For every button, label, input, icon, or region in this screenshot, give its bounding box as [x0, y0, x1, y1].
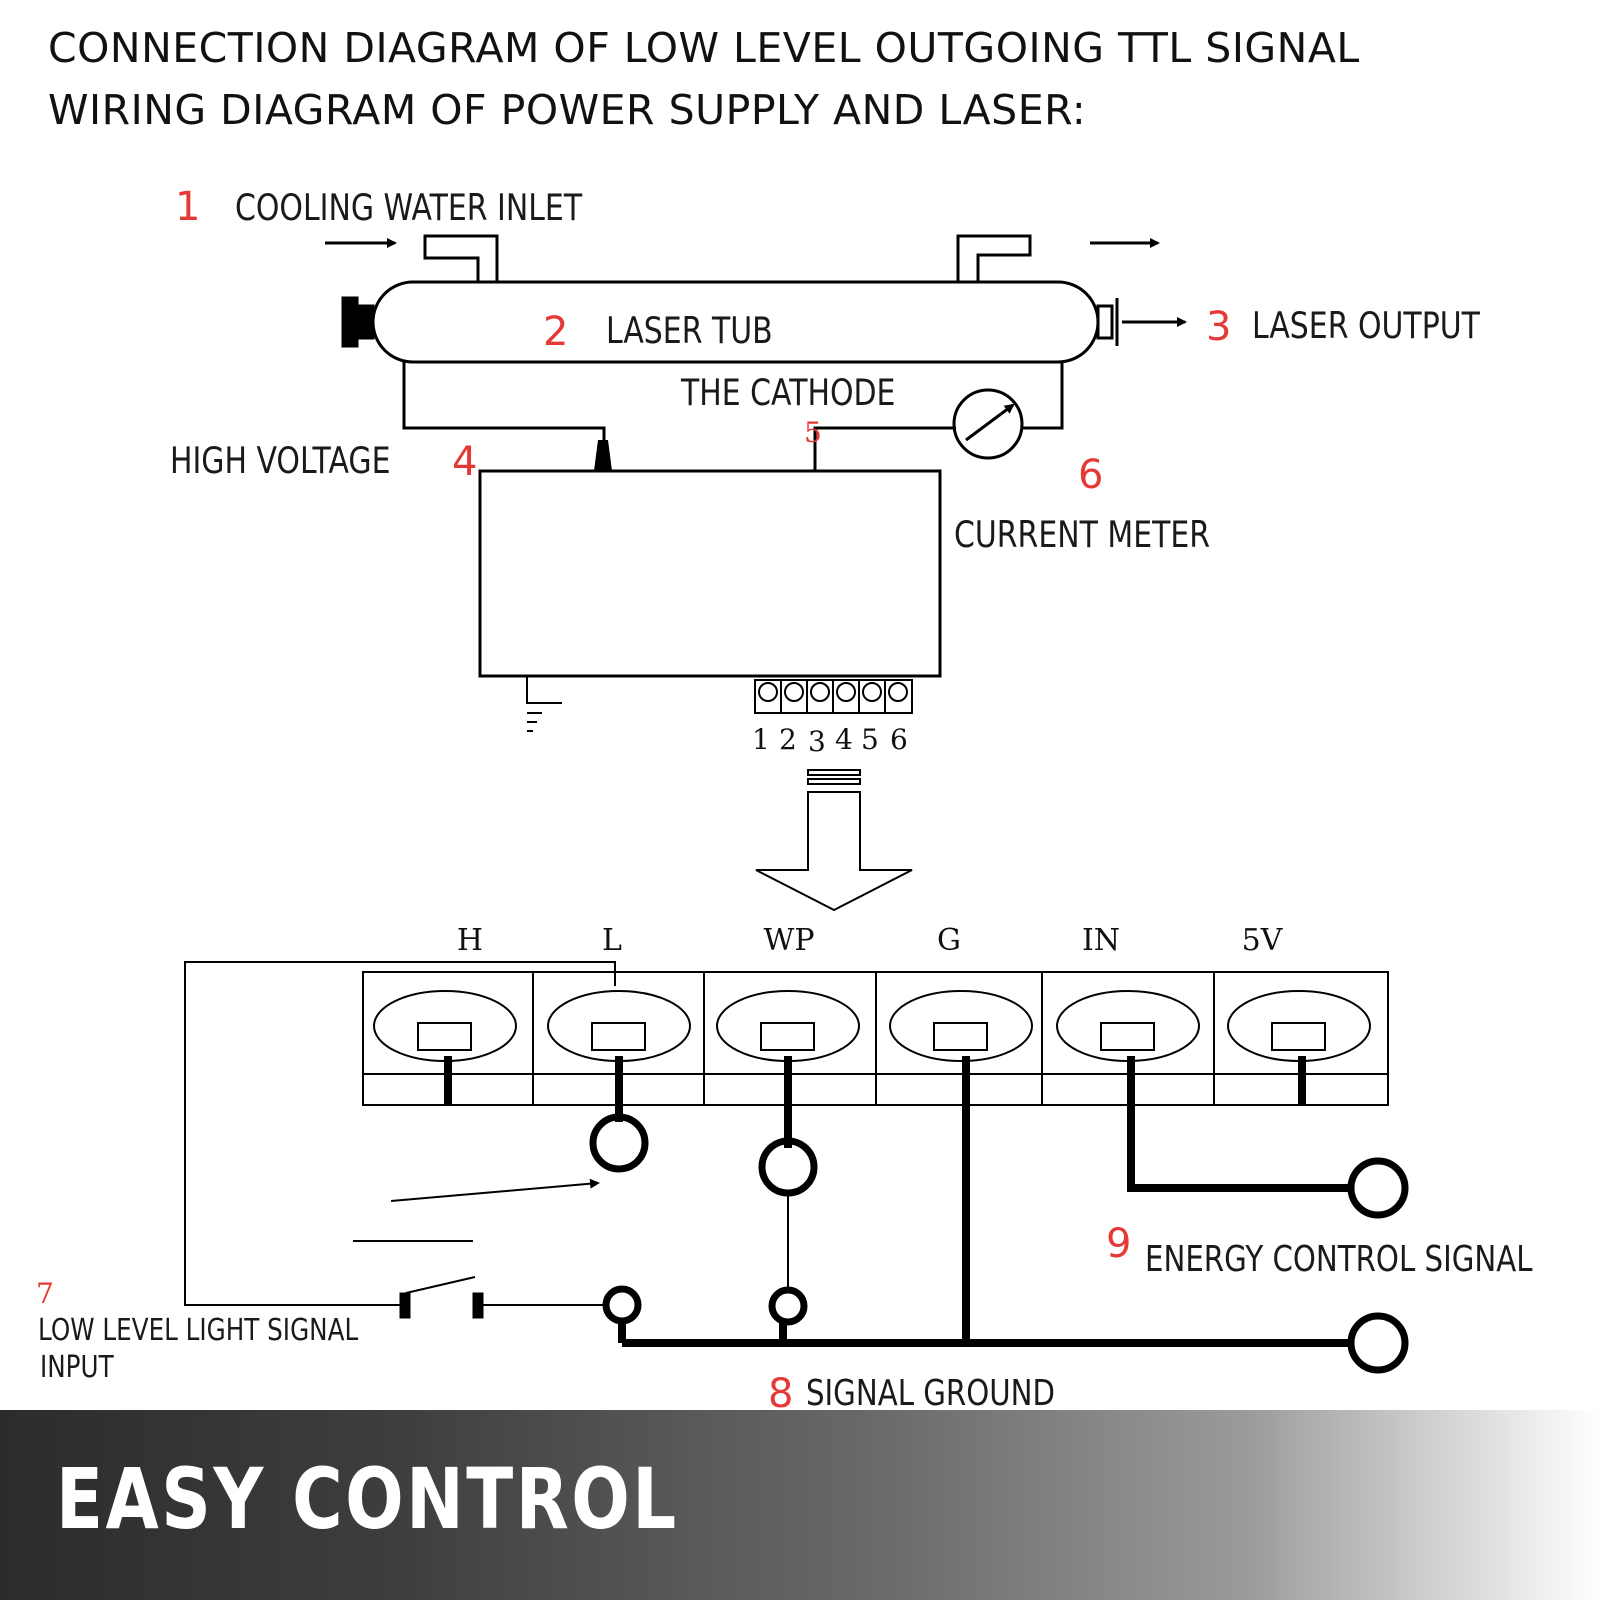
current-meter: [952, 388, 1024, 460]
tube-right-cap: [1096, 304, 1114, 340]
terminal-label-g: G: [937, 923, 961, 958]
label-cooling-water-inlet: COOLING WATER INLET: [235, 186, 583, 229]
terminal-label-wp: WP: [763, 923, 814, 958]
label-current-meter: CURRENT METER: [954, 513, 1210, 556]
heading-line-2: WIRING DIAGRAM OF POWER SUPPLY AND LASER…: [48, 86, 1087, 134]
label-num-3: 3: [1206, 304, 1231, 350]
label-num-5: 5: [804, 416, 822, 449]
terminal-label-in: IN: [1082, 923, 1120, 958]
pin-number: 4: [835, 723, 853, 756]
power-supply-box: [478, 469, 942, 678]
label-signal-ground: SIGNAL GROUND: [806, 1372, 1055, 1410]
label-low-level-light-signal: LOW LEVEL LIGHT SIGNAL: [38, 1311, 359, 1347]
cathode-wire: [1022, 362, 1064, 430]
label-laser-output: LASER OUTPUT: [1252, 304, 1480, 347]
bottom-banner: EASY CONTROL: [0, 1410, 1600, 1600]
down-arrow: [755, 769, 913, 912]
label-num-1: 1: [175, 184, 200, 230]
pin-number: 3: [808, 725, 826, 758]
laser-tube-group: [325, 234, 1187, 471]
pin-number: 6: [890, 723, 908, 756]
label-input: INPUT: [40, 1348, 114, 1384]
label-high-voltage: HIGH VOLTAGE: [170, 439, 390, 482]
hv-connector: [594, 440, 612, 471]
terminal-label-l: L: [602, 923, 622, 958]
terminal-label-h: H: [457, 923, 483, 958]
label-num-2: 2: [543, 309, 568, 355]
label-num-4: 4: [452, 439, 477, 485]
banner-title: EASY CONTROL: [56, 1450, 679, 1548]
label-laser-tub: LASER TUB: [606, 309, 773, 352]
power-supply: [478, 469, 942, 732]
outlet-pipe: [956, 234, 1032, 282]
label-the-cathode: THE CATHODE: [680, 371, 895, 414]
label-num-9: 9: [1106, 1221, 1131, 1267]
wiring-diagram: 1 COOLING WATER INLET 2 LASER TUB 3 LASE…: [36, 184, 1533, 1410]
ground-symbol: [526, 676, 562, 704]
pin-number: 2: [779, 723, 797, 756]
terminal-label-5v: 5V: [1242, 923, 1284, 958]
heading-line-1: CONNECTION DIAGRAM OF LOW LEVEL OUTGOING…: [48, 24, 1360, 72]
tube-left-cap: [341, 296, 359, 348]
label-num-7: 7: [36, 1277, 54, 1310]
lower-wiring: [184, 961, 1409, 1374]
terminal-strip: [362, 971, 1389, 1106]
label-num-8: 8: [768, 1371, 793, 1410]
pin-number: 5: [861, 723, 879, 756]
label-num-6: 6: [1078, 452, 1103, 498]
terminal-g: [889, 990, 1033, 1062]
high-voltage-wire: [402, 362, 606, 440]
inlet-pipe: [423, 234, 499, 282]
label-energy-control-signal: ENERGY CONTROL SIGNAL: [1145, 1238, 1533, 1280]
pin-number: 1: [752, 723, 770, 756]
